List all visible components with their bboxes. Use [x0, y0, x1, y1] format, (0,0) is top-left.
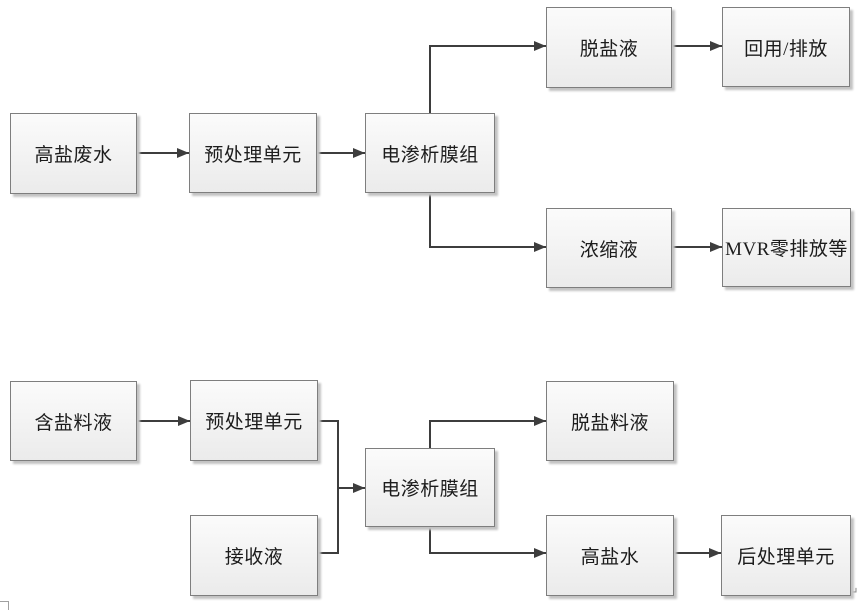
flow-node-high-salt-water: 高盐水	[546, 515, 674, 596]
flow-node-label: 后处理单元	[737, 547, 835, 568]
paragraph-return-mark: ↵	[848, 584, 859, 599]
flow-node-receiving-liquid: 接收液	[190, 515, 318, 596]
flow-node-label: 高盐水	[580, 547, 640, 568]
flow-node-salty-feed-liquid: 含盐料液	[10, 381, 137, 461]
flow-node-label: 高盐废水	[34, 145, 113, 166]
flow-node-high-salt-wastewater: 高盐废水	[10, 113, 137, 194]
flow-node-reuse-discharge: 回用/排放	[722, 7, 850, 87]
flow-node-electrodialysis-stack: 电渗析膜组	[365, 113, 495, 193]
flow-node-pretreatment-unit: 预处理单元	[189, 113, 317, 193]
flow-node-label: 浓缩液	[579, 239, 639, 261]
flow-node-label: 电渗析膜组	[381, 479, 479, 500]
flow-node-label: 脱盐液	[579, 39, 639, 60]
page-corner-mark	[0, 601, 9, 610]
flow-node-electrodialysis-stack-2: 电渗析膜组	[365, 448, 495, 527]
flow-node-concentrate: 浓缩液	[546, 208, 672, 288]
flow-node-desalted-liquid: 脱盐液	[546, 7, 672, 88]
flow-node-pretreatment-unit-2: 预处理单元	[190, 380, 318, 461]
flow-node-label: 脱盐料液	[570, 412, 649, 434]
flow-edge	[429, 416, 546, 448]
flow-node-label: 电渗析膜组	[381, 144, 479, 166]
flow-edge	[429, 193, 546, 252]
flow-edge	[316, 488, 339, 554]
flow-node-mvr-zero-discharge: MVR零排放等	[722, 208, 851, 287]
flow-edge	[318, 420, 339, 488]
flow-edge	[429, 527, 546, 558]
flow-node-label: 预处理单元	[205, 412, 303, 433]
flow-node-desalted-feed-liquid: 脱盐料液	[546, 381, 674, 461]
flow-node-label: 含盐料液	[34, 412, 113, 434]
flow-node-label: 预处理单元	[204, 144, 302, 166]
flow-node-label: MVR零排放等	[725, 239, 848, 260]
flow-edge	[429, 41, 546, 113]
flow-node-label: 接收液	[224, 547, 284, 568]
flow-node-post-treatment-unit: 后处理单元	[721, 515, 851, 596]
flow-node-label: 回用/排放	[744, 38, 828, 60]
